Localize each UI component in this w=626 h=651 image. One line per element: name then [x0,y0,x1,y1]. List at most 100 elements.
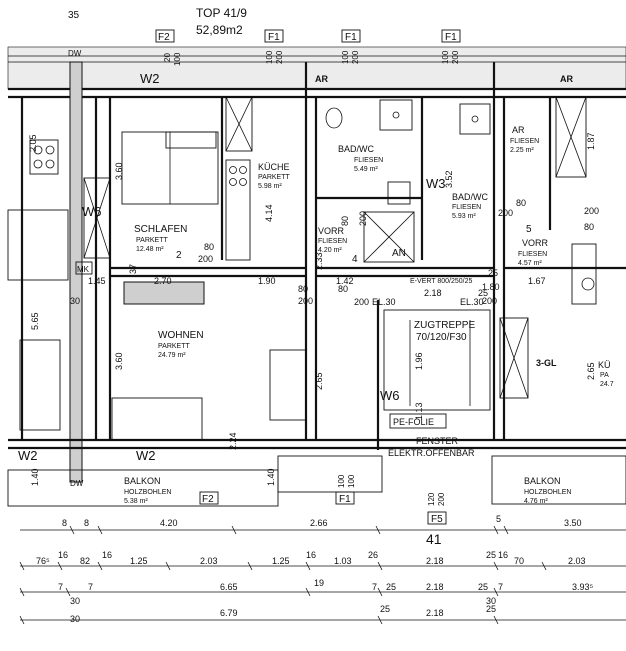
dim-text: 25 [488,268,498,278]
dim-text: 30 [70,296,80,306]
dim-row-2-value: 1.25 [130,556,148,566]
dim-row-2-value: 82 [80,556,90,566]
dim-row-1-value: 8 [84,518,89,528]
room-floor-badwc: FLIESEN [354,157,383,164]
room-name-balkon-left: BALKON [124,476,161,486]
dim-row-3-value: 7 [58,582,63,592]
sofa [111,397,203,441]
room-floor-schlafen: PARKETT [136,237,168,244]
room-name-schlafen: SCHLAFEN [134,224,187,235]
room-floor-balkon-left: HOLZBOHLEN [124,489,171,496]
dim-row-3-value: 7 [88,582,93,592]
dim-text: 1.67 [528,276,546,286]
an-label: AN [392,248,406,259]
f1-bottom-dim-b: 100 [347,474,356,488]
dim-text: 1.90 [258,276,276,286]
mk-label: MK [77,265,90,274]
dim-row-2-value: 2.03 [200,556,218,566]
wall-type-w2-bottom-left: W2 [18,448,38,463]
f2-top-dim-a: 20 [163,53,172,62]
room-area-ar-right: 2.25 m² [510,147,534,154]
dim-row-4-value: 2.18 [426,608,444,618]
dim-row-2-value: 1.03 [334,556,352,566]
f1b-dim-a: 100 [341,50,350,64]
dim-text: 200 [298,296,313,306]
dim-text: 80 [516,198,526,208]
dim-text: 80 [298,284,308,294]
balcony-right [491,455,626,505]
wall-type-w3: W3 [426,176,446,191]
dim-text: 3.60 [114,352,124,370]
dim-text: 200 [482,296,497,306]
stair-label-2: 70/120/F30 [416,332,467,343]
window-tag-f1-c: F1 [445,32,457,43]
dim-row-4b-value: 30 [70,614,80,624]
f5-dim-b: 200 [437,492,446,506]
dim-text: EL.30 [372,297,396,307]
room-name-kueche: KÜCHE [258,162,290,172]
f1b-dim-b: 200 [351,50,360,64]
dim-text: 25 [478,288,488,298]
dim-row-1-value: 2.66 [310,518,328,528]
f1c-dim-b: 200 [451,50,460,64]
dim-row-2-value: 2.18 [426,556,444,566]
dim-text: 1.87 [586,132,596,150]
dim-text: 2.65 [586,362,596,380]
room-name-badwc: BAD/WC [338,144,375,154]
f1-bottom-dim-a: 100 [337,474,346,488]
dim-text: 3.60 [114,162,124,180]
dim-text: 1.40 [30,468,40,486]
unit-title: TOP 41/9 [196,6,247,20]
wall-type-w2-bottom-mid: W2 [136,448,156,463]
room-name-badwc-right: BAD/WC [452,192,489,202]
dim-text: 1.45 [88,276,106,286]
dim-text: 200 [584,206,599,216]
dim-text: 200 [358,211,368,226]
room-area-badwc-right: 5.93 m² [452,213,476,220]
f1a-dim-a: 100 [265,50,274,64]
dim-text: 200 [498,208,513,218]
dim-text: 4.14 [264,204,274,222]
room-area-kueche: 5.98 m² [258,183,282,190]
room-floor-badwc-right: FLIESEN [452,204,481,211]
dim-row-2-value: 16 [58,550,68,560]
room-floor-ar-right: FLIESEN [510,138,539,145]
room-floor-vorr: FLIESEN [318,238,347,245]
dim-row-2-value: 16 [498,550,508,560]
dim-text: 1.42 [336,276,354,286]
downpipe-label-bottom: DW [70,479,84,488]
room-floor-kueche: PARKETT [258,174,290,181]
evert-label: E-VERT 800/250/25 [410,278,473,285]
axis-number-35: 35 [68,10,80,21]
dim-text: 1.96 [414,352,424,370]
dim-row-3-value: 25 [478,582,488,592]
unit-area: 52,89m2 [196,23,243,37]
room-area-schlafen: 12.48 m² [136,246,164,253]
dim-row-2-value: 70 [514,556,524,566]
building-number-41: 41 [426,531,442,547]
ar-label-a: AR [315,74,328,84]
room-floor-vorr-right: FLIESEN [518,251,547,258]
dim-text: 200 [354,297,369,307]
dim-text: 37 [128,264,138,274]
room-name-wohnen: WOHNEN [158,330,204,341]
f1c-dim-a: 100 [441,50,450,64]
dim-row-2-value: 2.03 [568,556,586,566]
f5-dim-a: 120 [427,492,436,506]
stair-label-1: ZUGTREPPE [414,320,475,331]
dim-row-4-value: 25 [380,604,390,614]
step-number-2: 2 [176,250,182,261]
stair-zugtreppe [383,309,491,411]
window-tag-f5: F5 [431,514,443,525]
dim-row-2-value: 16 [306,550,316,560]
top-facade-band [7,46,626,90]
dim-row-3-value: 2.18 [426,582,444,592]
dim-row-2-value: 16 [102,550,112,560]
dim-row-3-value: 25 [386,582,396,592]
gl-label: 3-GL [536,358,557,368]
room-name-vorr: VORR [318,226,345,236]
ar-label-b: AR [560,74,573,84]
dim-row-3-value: 6.65 [220,582,238,592]
boiler-an [363,211,415,263]
